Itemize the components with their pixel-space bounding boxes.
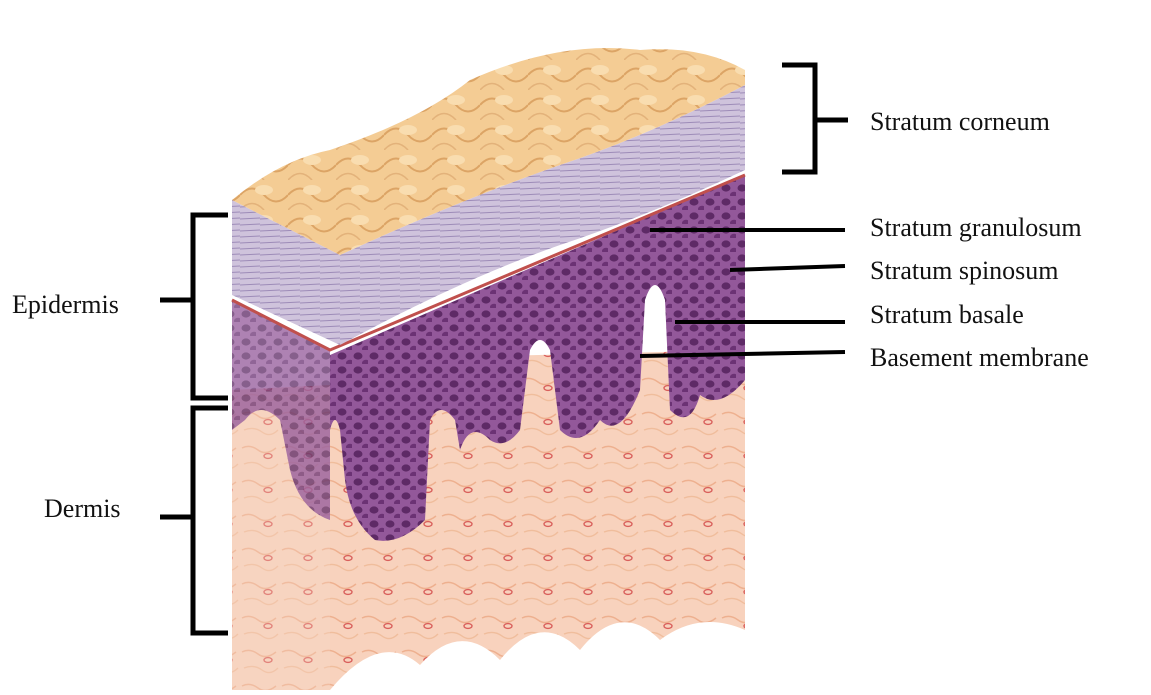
epidermis-bracket	[160, 215, 228, 398]
leader-spinosum	[730, 266, 845, 270]
label-dermis: Dermis	[44, 494, 121, 524]
stratum-corneum-bracket	[782, 65, 848, 172]
label-stratum-spinosum: Stratum spinosum	[870, 256, 1059, 286]
label-epidermis: Epidermis	[12, 290, 119, 320]
dermis-bracket	[160, 408, 228, 633]
label-stratum-corneum: Stratum corneum	[870, 107, 1050, 137]
label-stratum-granulosum: Stratum granulosum	[870, 213, 1082, 243]
label-stratum-basale: Stratum basale	[870, 300, 1024, 330]
label-basement-membrane: Basement membrane	[870, 343, 1089, 373]
